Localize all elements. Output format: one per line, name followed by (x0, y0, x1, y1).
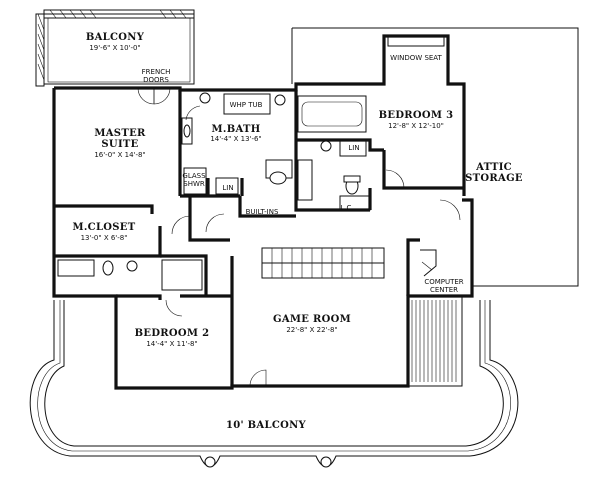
game-room-dim: 22'-8" X 22'-8" (286, 326, 337, 334)
master-suite-name-1: MASTER (94, 128, 146, 139)
computer-center-label-1: COMPUTER (424, 278, 463, 286)
balcony-top-dim: 19'-6" X 10'-0" (89, 44, 140, 52)
lin-bed3-label: LIN (348, 144, 359, 152)
built-ins-label: BUILT-INS (246, 208, 279, 216)
french-doors-label-1: FRENCH (142, 68, 171, 76)
attic-outline (291, 27, 579, 287)
room-labels: BALCONY 19'-6" X 10'-0" FRENCH DOORS MAS… (73, 32, 523, 431)
bedroom3-name: BEDROOM 3 (379, 110, 454, 121)
lin-bath-label: LIN (222, 184, 233, 192)
attic-name-2: STORAGE (465, 173, 523, 184)
master-suite-dim: 16'-0" X 14'-8" (94, 151, 145, 159)
bedroom2-dim: 14'-4" X 11'-8" (146, 340, 197, 348)
glass-shower-label-1: GLASS (182, 172, 206, 180)
window-seat-label: WINDOW SEAT (390, 54, 442, 62)
door-swings (165, 105, 461, 387)
master-suite-name-2: SUITE (101, 139, 138, 150)
bedroom3-fixtures (297, 35, 445, 211)
m-bath-name: M.BATH (212, 124, 261, 135)
stairs (261, 247, 385, 279)
attic-name-1: ATTIC (475, 162, 512, 173)
m-closet-dim: 13'-0" X 6'-8" (81, 234, 128, 242)
whp-tub-label: WHP TUB (230, 101, 263, 109)
interior-walls (54, 90, 464, 386)
m-bath-dim: 14'-4" X 13'-6" (210, 135, 261, 143)
bedroom2-name: BEDROOM 2 (135, 328, 210, 339)
french-doors-label-2: DOORS (143, 76, 169, 84)
closet-bath-fixtures (57, 259, 203, 291)
bedroom3-dim: 12'-8" X 12'-10" (388, 122, 444, 130)
balcony-top-name: BALCONY (86, 32, 145, 43)
top-balcony (35, 9, 195, 87)
side-deck (407, 295, 463, 387)
glass-shower-label-2: SHWR (183, 180, 205, 188)
lc-label: L.C. (340, 204, 353, 212)
m-closet-name: M.CLOSET (73, 222, 136, 233)
french-doors (137, 87, 171, 105)
m-bath-fixtures (181, 92, 293, 195)
balcony-bottom-name: 10' BALCONY (226, 420, 307, 431)
computer-center-desk (420, 249, 437, 277)
computer-center-label-2: CENTER (430, 286, 458, 294)
game-room-name: GAME ROOM (273, 314, 351, 325)
bottom-balcony (29, 300, 519, 468)
